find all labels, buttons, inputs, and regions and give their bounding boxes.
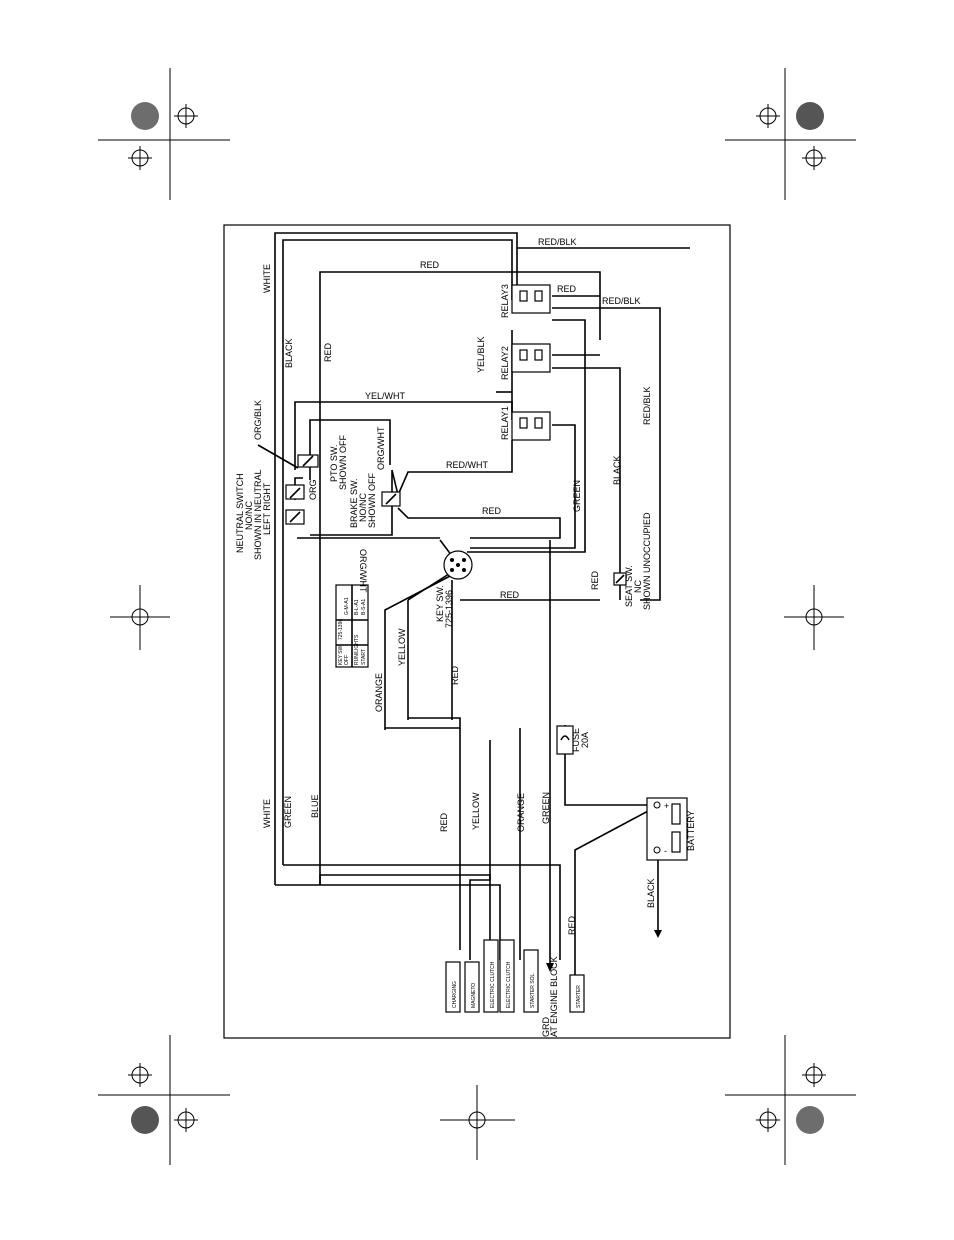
label-red-blk-top: RED/BLK	[538, 237, 577, 247]
label-pto-sw-1: PTO SW.	[329, 445, 339, 482]
battery-symbol	[646, 797, 688, 861]
label-yellow-mid: YELLOW	[397, 628, 407, 666]
label-brake-sw-3: SHOWN OFF	[367, 473, 377, 528]
label-brake-sw-2: NO/NC	[358, 493, 368, 523]
label-red-wht: RED/WHT	[446, 460, 488, 470]
relay-2	[511, 343, 551, 373]
label-battery: BATTERY	[686, 810, 696, 851]
label-relay3: RELAY3	[500, 284, 510, 318]
fuse-symbol	[556, 725, 574, 755]
label-red-bottom: RED	[439, 812, 449, 832]
label-neutral-sw-4: LEFT RIGHT	[262, 482, 272, 535]
label-yellow-bottom: YELLOW	[471, 792, 481, 830]
label-red-mid: RED	[482, 506, 502, 516]
label-green-fuse: GREEN	[541, 792, 551, 824]
registration-discs	[131, 102, 824, 1134]
label-starter-sol: STARTER SOL.	[530, 972, 536, 1008]
label-ground-1: GRD	[541, 1017, 551, 1038]
table-r1c1: KEY SW.	[338, 645, 344, 665]
label-org-blk: ORG/BLK	[253, 400, 263, 440]
relay-1	[511, 411, 551, 441]
label-green-mid: GREEN	[572, 480, 582, 512]
label-battery-minus: -	[664, 846, 667, 856]
label-red-seatsw: RED	[590, 570, 600, 590]
label-fuse-2: 20A	[580, 732, 590, 748]
label-red-lower: RED	[450, 665, 460, 685]
label-clutch-2: ELECTRIC CLUTCH	[506, 961, 512, 1008]
diagram-frame	[223, 224, 731, 1039]
ground-arrow-battery	[654, 930, 662, 938]
label-key-sw-2: 725-1396	[444, 590, 454, 628]
registration-marks	[98, 68, 856, 1165]
label-orange-bottom: ORANGE	[516, 793, 526, 832]
brake-switch-symbol	[381, 491, 401, 507]
label-fuse-1: FUSE	[571, 728, 581, 752]
label-org-wht-mid: ORG/WHT	[358, 549, 368, 593]
label-seat-sw-1: SEAT SW.	[624, 565, 634, 607]
table-r4c2: B-S-A1	[361, 599, 367, 615]
label-seat-sw-3: SHOWN UNOCCUPIED	[642, 512, 652, 610]
label-white-top: WHITE	[262, 264, 272, 293]
label-yel-blk: YEL/BLK	[476, 336, 486, 373]
label-relay2: RELAY2	[500, 346, 510, 380]
label-seat-sw-2: NC	[633, 580, 643, 593]
label-battery-plus: +	[664, 801, 669, 811]
label-red-starter: RED	[567, 915, 577, 935]
label-org: ORG	[308, 479, 318, 500]
ground-arrow-engine	[546, 963, 554, 972]
label-pto-sw-2: SHOWN OFF	[338, 435, 348, 490]
label-red-keysw: RED	[500, 590, 520, 600]
label-charging: CHARGING	[452, 981, 458, 1008]
label-relay1: RELAY1	[500, 406, 510, 440]
pto-switch-symbol	[297, 454, 319, 468]
label-neutral-sw-3: SHOWN IN NEUTRAL	[253, 469, 263, 560]
key-switch-symbol	[443, 550, 473, 580]
label-magneto: MAGNETO	[471, 983, 477, 1008]
table-r4c1: START	[361, 649, 367, 665]
table-r3c2: B-L-A1	[354, 599, 360, 615]
table-r3c1: RUN/LIGHTS	[354, 634, 360, 665]
label-red-left: RED	[323, 342, 333, 362]
label-yel-wht: YEL/WHT	[365, 391, 406, 401]
seat-switch-symbol	[613, 572, 627, 586]
label-starter: STARTER	[576, 985, 582, 1008]
label-white-bottom: WHITE	[262, 799, 272, 828]
label-red-blk-right: RED/BLK	[642, 386, 652, 425]
neutral-switch-symbol	[285, 484, 305, 525]
label-brake-sw-1: BRAKE SW.	[349, 478, 359, 528]
label-black-left: BLACK	[284, 338, 294, 368]
relay-3	[511, 284, 551, 314]
label-black-right: BLACK	[612, 455, 622, 485]
table-r1c2: 725-1396	[338, 619, 344, 640]
label-ground-2: AT ENGINE BLOCK	[549, 956, 559, 1037]
label-red-relay3: RED	[557, 284, 577, 294]
label-red-top: RED	[420, 260, 440, 270]
label-neutral-sw-2: NO/NC	[244, 501, 254, 531]
label-red-blk-relay3: RED/BLK	[602, 296, 641, 306]
label-black-ground: BLACK	[646, 878, 656, 908]
key-switch-table	[335, 584, 369, 668]
label-key-sw-1: KEY SW.	[435, 585, 445, 622]
label-green-bottom: GREEN	[283, 796, 293, 828]
label-org-wht-top: ORG/WHT	[376, 426, 386, 470]
label-orange-mid: ORANGE	[374, 673, 384, 712]
label-neutral-sw-1: NEUTRAL SWITCH	[235, 473, 245, 553]
table-r2c1: OFF	[344, 655, 350, 665]
label-blue-bottom: BLUE	[310, 794, 320, 818]
terminal-blocks	[445, 939, 585, 1013]
label-clutch-1: ELECTRIC CLUTCH	[490, 961, 496, 1008]
table-r2c2: G-M-A1	[344, 597, 350, 615]
